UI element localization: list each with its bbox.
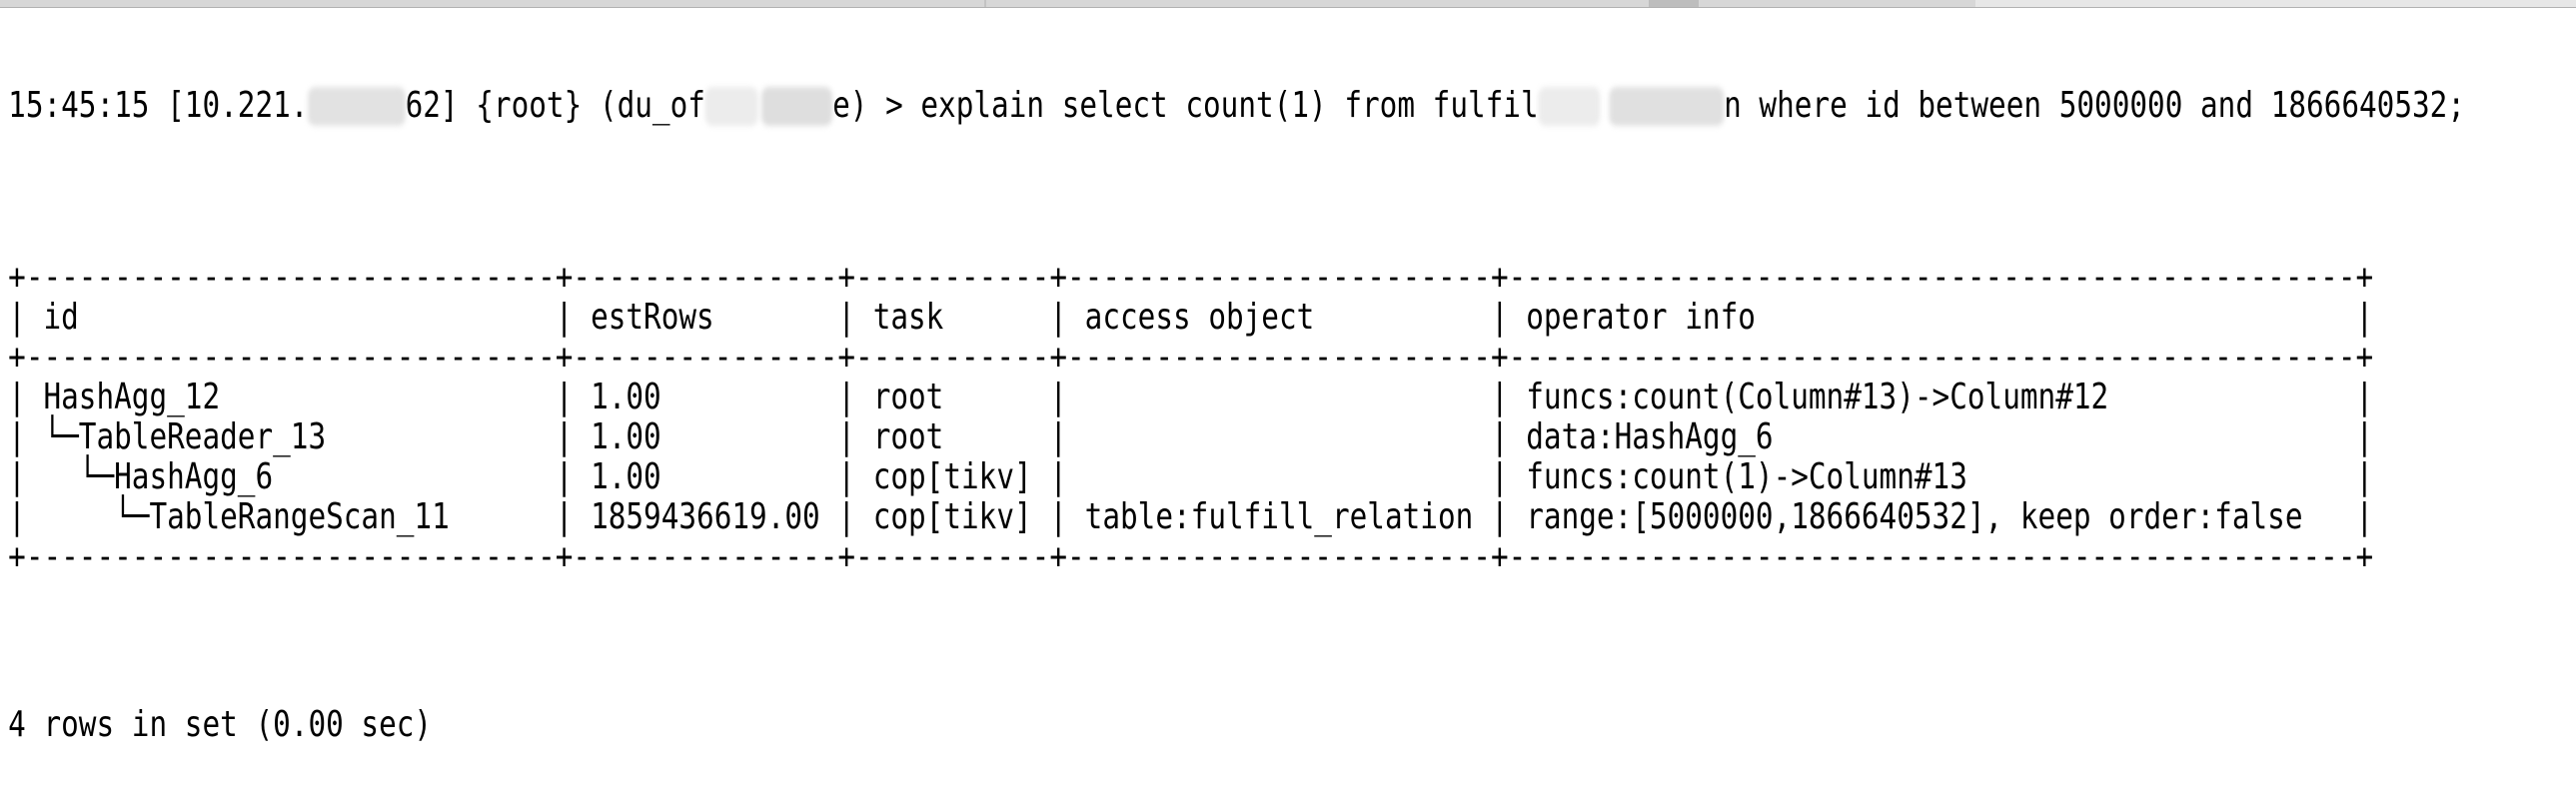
window-edge-divider	[984, 0, 986, 7]
redacted-database-name	[761, 86, 833, 126]
window-edge-right-segment	[1975, 0, 2576, 7]
command-query-suffix: n where id between 5000000 and 186664053…	[1724, 85, 2465, 126]
redacted-database-name	[704, 86, 758, 126]
redacted-table-name	[1609, 86, 1725, 126]
window-top-edge	[0, 0, 2576, 8]
command-timestamp-host: 15:45:15 [10.221.	[8, 85, 309, 126]
command-query-prefix: e) > explain select count(1) from fulfil	[832, 85, 1539, 126]
redacted-ip-segment	[308, 86, 406, 126]
terminal-output[interactable]: 15:45:15 [10.221. 62] {root} (du_of e) > e…	[0, 4, 2576, 785]
window-edge-thumb	[1649, 0, 1699, 7]
status-line: 4 rows in set (0.00 sec)	[8, 704, 433, 745]
command-host-suffix: 62] {root} (du_of	[405, 85, 705, 126]
redacted-table-name	[1538, 86, 1601, 126]
command-line: 15:45:15 [10.221. 62] {root} (du_of e) > e…	[8, 86, 2576, 126]
explain-result-table: +------------------------------+--------…	[8, 257, 2374, 577]
